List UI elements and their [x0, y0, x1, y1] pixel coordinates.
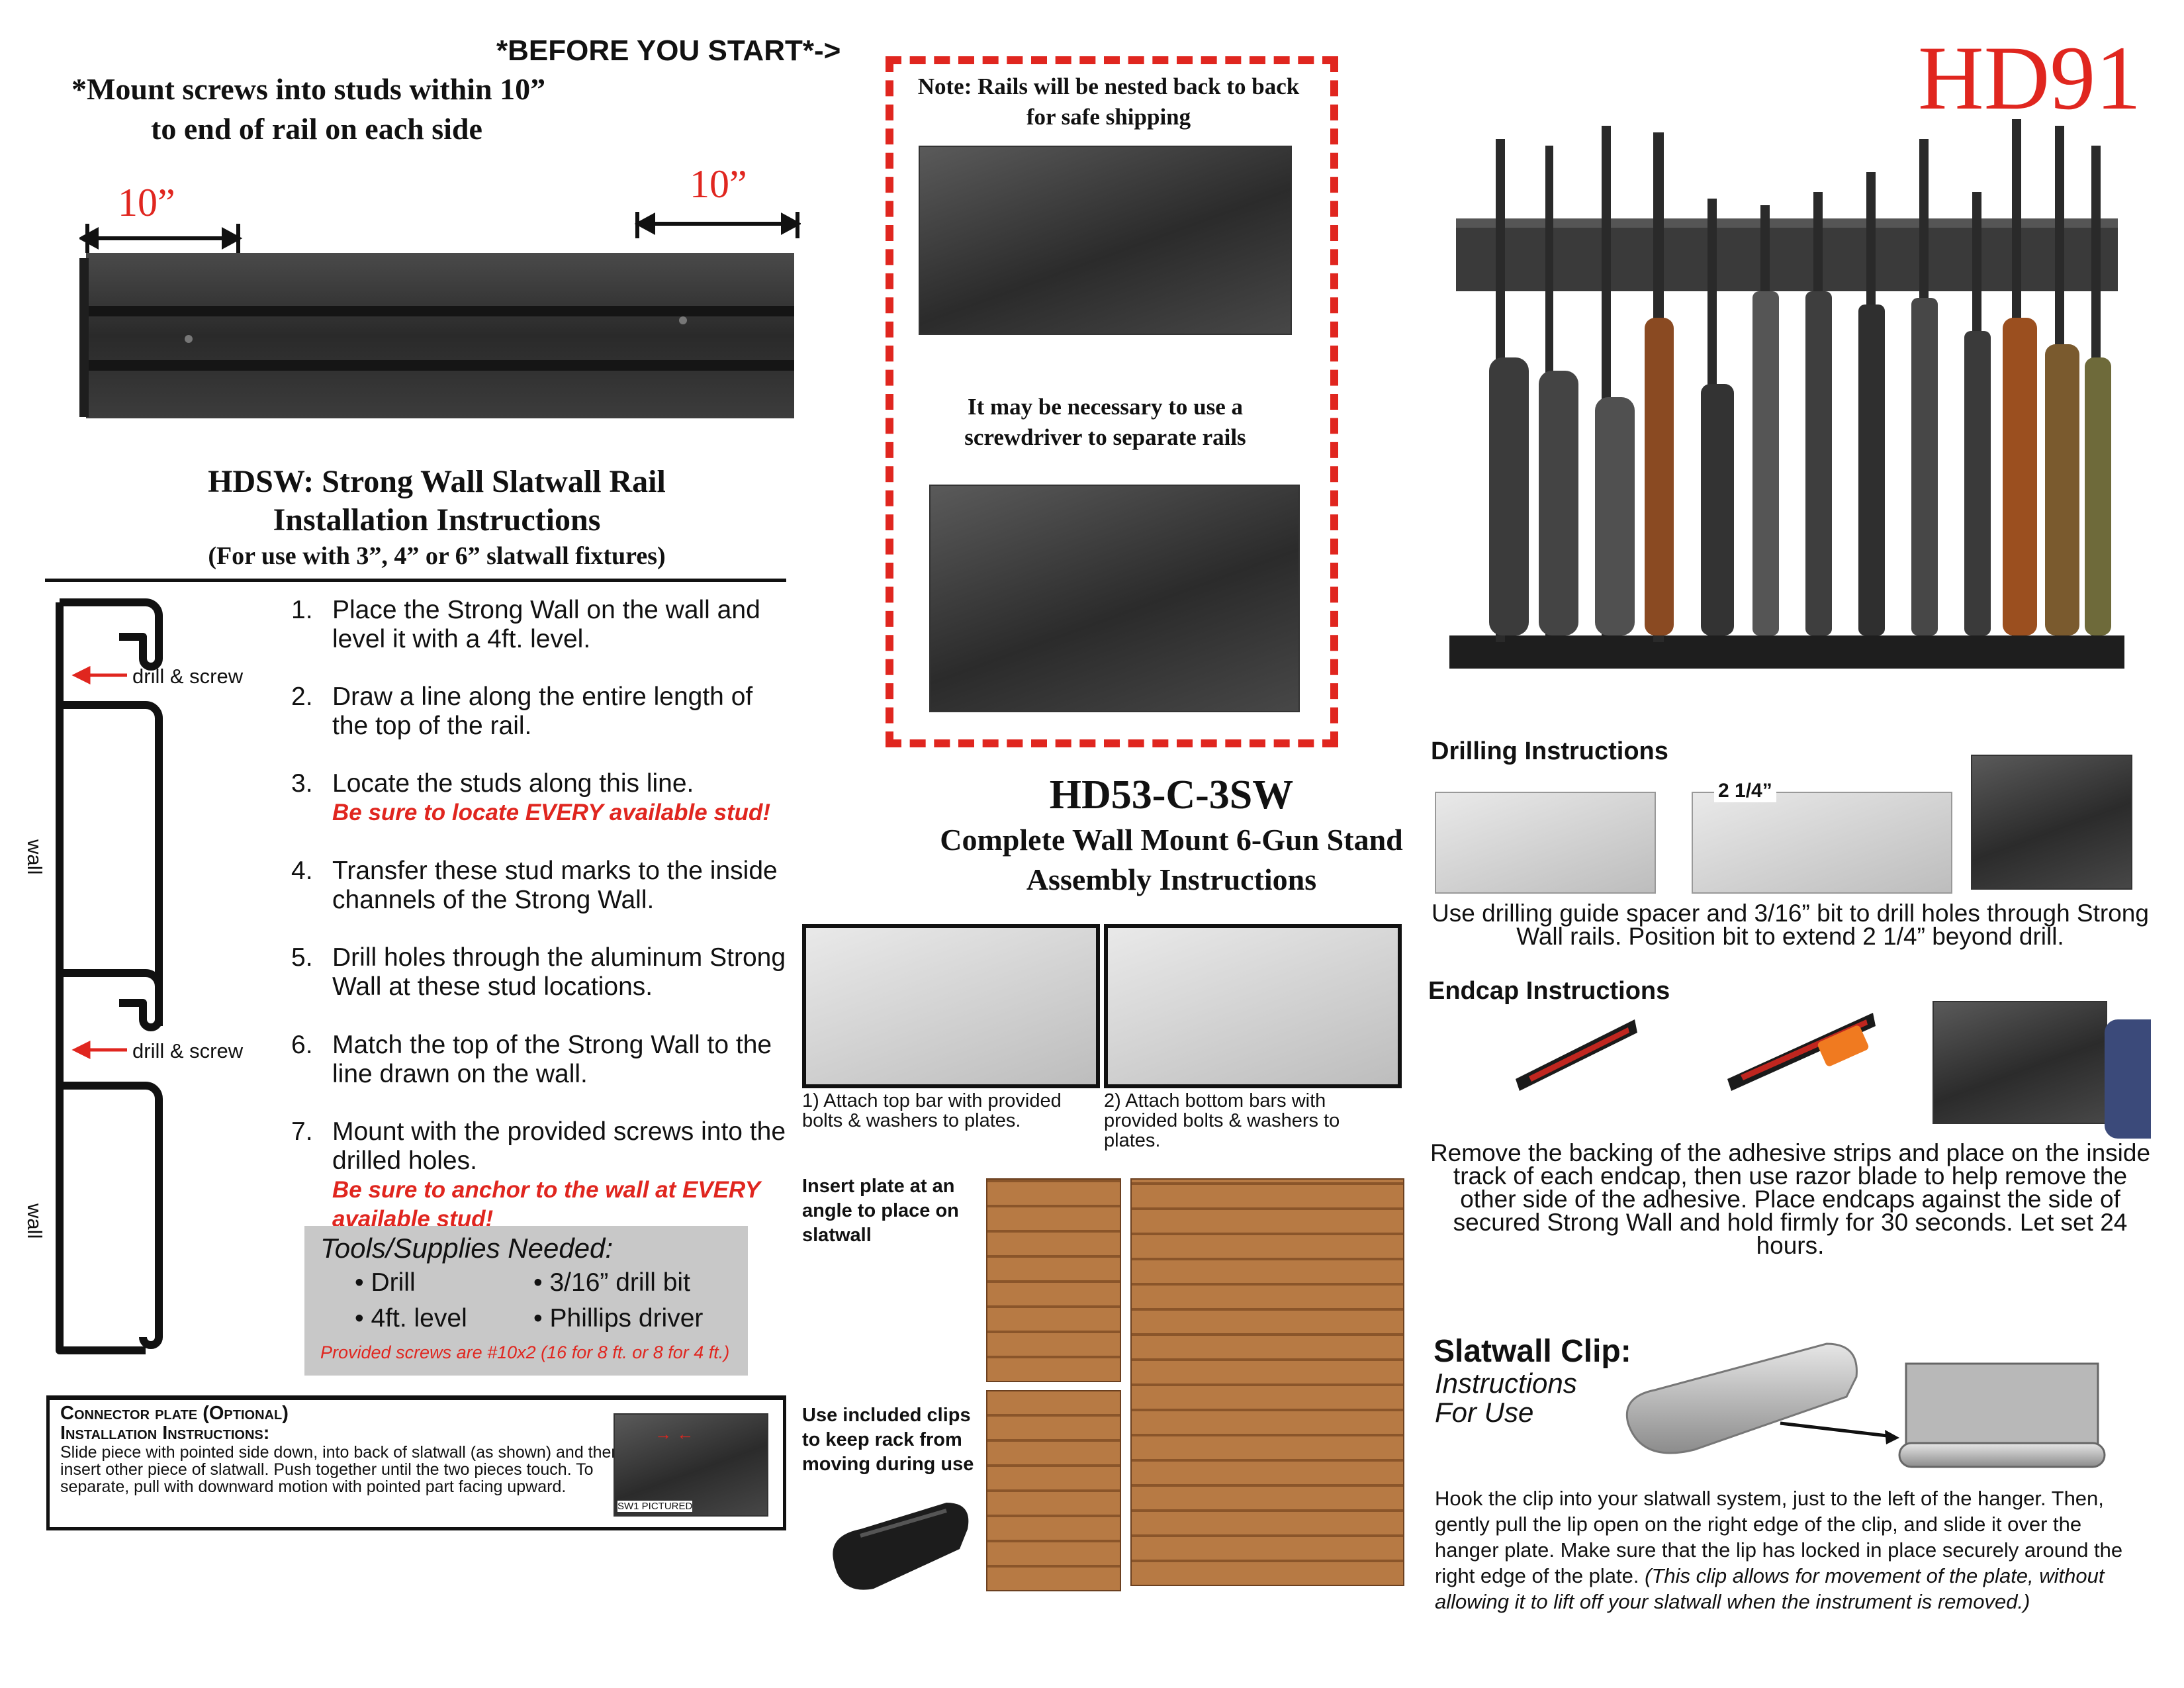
insert-plate-photo — [986, 1178, 1121, 1382]
drill-bit-photo — [1435, 792, 1656, 894]
rail-section-title-line2: Installation Instructions — [273, 502, 601, 538]
clip-body-text: Hook the clip into your slatwall system,… — [1435, 1487, 2123, 1587]
clip-subtitle-1: Instructions — [1435, 1368, 1577, 1399]
drilling-rail-photo — [1971, 755, 2132, 890]
step-text: Drill holes through the aluminum Strong … — [332, 943, 786, 1001]
connector-photo-label: SW1 PICTURED — [617, 1501, 693, 1512]
step-text: Locate the studs along this line. — [332, 769, 694, 798]
connector-body: Slide piece with pointed side down, into… — [60, 1443, 621, 1496]
mounted-stand-photo — [1130, 1178, 1404, 1586]
dimension-arrows — [79, 212, 801, 253]
nested-rails-photo — [919, 146, 1292, 335]
install-step-7: 7. Mount with the provided screws into t… — [291, 1117, 794, 1234]
connector-plate-photo: → ← SW1 PICTURED — [614, 1413, 768, 1517]
step-number: 7. — [291, 1117, 313, 1146]
step-number: 1. — [291, 596, 313, 624]
profile-label-wall-1: wall — [23, 839, 46, 875]
slatwall-clip-diagram — [1625, 1342, 2106, 1468]
step-text: Place the Strong Wall on the wall and le… — [332, 596, 760, 653]
tools-title: Tools/Supplies Needed: — [320, 1233, 614, 1264]
stand-section-subtitle1: Complete Wall Mount 6-Gun Stand — [940, 823, 1403, 857]
tools-screws-note: Provided screws are #10x2 (16 for 8 ft. … — [320, 1342, 730, 1362]
tool-item-level: • 4ft. level — [355, 1304, 467, 1333]
clip-product-image — [833, 1503, 969, 1590]
rail-section-subtitle: (For use with 3”, 4” or 6” slatwall fixt… — [208, 542, 666, 570]
profile-label-drill-screw-1: drill & screw — [132, 665, 244, 688]
step-warning: Be sure to anchor to the wall at EVERY a… — [332, 1177, 760, 1232]
separating-rails-photo — [929, 485, 1300, 712]
gun-rack-photo — [1449, 119, 2124, 669]
connector-arrows-icon: → ← — [655, 1424, 694, 1444]
dimension-left-label: 10” — [118, 181, 175, 224]
tool-item-drill: • Drill — [355, 1268, 416, 1297]
assembly-step-1-caption: 1) Attach top bar with provided bolts & … — [802, 1090, 1062, 1131]
endcap-title: Endcap Instructions — [1428, 977, 1670, 1005]
step-text: Match the top of the Strong Wall to the … — [332, 1031, 772, 1088]
section-divider — [45, 579, 786, 582]
endcap-body: Remove the backing of the adhesive strip… — [1430, 1139, 2151, 1259]
clip-subtitle-2: For Use — [1435, 1397, 1534, 1428]
product-code-title: HD91 — [1918, 27, 2142, 128]
step-text: Draw a line along the entire length of t… — [332, 682, 753, 740]
slatwall-profile-diagram — [56, 598, 163, 1354]
shipping-note-text: Note: Rails will be nested back to back … — [917, 73, 1300, 130]
profile-label-drill-screw-2: drill & screw — [132, 1039, 244, 1062]
connector-plate-box: Connector plate (Optional) Installation … — [46, 1395, 786, 1530]
use-clips-caption: Use included clips to keep rack from mov… — [802, 1405, 974, 1475]
stand-section-title: HD53-C-3SW — [1049, 773, 1294, 818]
shipping-note-box — [886, 56, 1338, 747]
endcap-razor-image — [1727, 1013, 1876, 1091]
drill-measure-label: 2 1/4” — [1714, 780, 1776, 802]
install-step-5: 5. Drill holes through the aluminum Stro… — [291, 943, 794, 1002]
step-number: 5. — [291, 943, 313, 972]
clip-body: Hook the clip into your slatwall system,… — [1435, 1485, 2150, 1615]
attach-top-bar-photo — [802, 924, 1100, 1088]
tools-supplies-box: Tools/Supplies Needed: • Drill • 3/16” d… — [304, 1226, 748, 1376]
before-you-start-label: *BEFORE YOU START*-> — [496, 34, 841, 67]
drilling-title: Drilling Instructions — [1431, 737, 1668, 765]
dimension-right-label: 10” — [690, 162, 747, 206]
clip-title: Slatwall Clip: — [1433, 1334, 1631, 1369]
step-text: Mount with the provided screws into the … — [332, 1117, 786, 1175]
rail-section-title-line1: HDSW: Strong Wall Slatwall Rail — [208, 464, 666, 499]
clip-on-slatwall-photo — [986, 1390, 1121, 1591]
step-number: 2. — [291, 682, 313, 711]
screwdriver-note-text: It may be necessary to use a screwdriver… — [964, 394, 1246, 450]
clip-body-note: (This clip allows for movement of the pl… — [1435, 1564, 2105, 1613]
install-step-3: 3. Locate the studs along this line. Be … — [291, 769, 794, 827]
insert-plate-caption: Insert plate at an angle to place on sla… — [802, 1176, 959, 1246]
step-warning: Be sure to locate EVERY available stud! — [332, 800, 771, 825]
tool-item-phillips-driver: • Phillips driver — [533, 1304, 704, 1333]
install-step-6: 6. Match the top of the Strong Wall to t… — [291, 1031, 794, 1089]
connector-title: Connector plate (Optional) — [60, 1403, 289, 1424]
install-step-4: 4. Transfer these stud marks to the insi… — [291, 857, 794, 915]
attach-bottom-bars-photo — [1104, 924, 1402, 1088]
strong-wall-rail-image — [79, 253, 794, 418]
step-number: 3. — [291, 769, 313, 798]
step-text: Transfer these stud marks to the inside … — [332, 857, 778, 914]
stand-section-subtitle2: Assembly Instructions — [1026, 863, 1317, 896]
step-number: 6. — [291, 1031, 313, 1059]
endcap-attached-photo — [1933, 1001, 2107, 1124]
drill-guide-photo — [1692, 792, 1952, 894]
endcap-strip-image — [1516, 1019, 1637, 1091]
mount-instruction-line1: *Mount screws into studs within 10” — [71, 72, 546, 106]
tool-item-drill-bit: • 3/16” drill bit — [533, 1268, 690, 1297]
drilling-body: Use drilling guide spacer and 3/16” bit … — [1432, 900, 2149, 950]
mount-instruction-line2: to end of rail on each side — [151, 112, 482, 146]
hand-image — [2105, 1019, 2151, 1139]
install-step-1: 1. Place the Strong Wall on the wall and… — [291, 596, 794, 654]
step-number: 4. — [291, 857, 313, 885]
profile-label-wall-2: wall — [23, 1203, 46, 1239]
assembly-step-2-caption: 2) Attach bottom bars with provided bolt… — [1104, 1090, 1340, 1151]
connector-subtitle: Installation Instructions: — [60, 1423, 270, 1444]
install-step-2: 2. Draw a line along the entire length o… — [291, 682, 794, 741]
